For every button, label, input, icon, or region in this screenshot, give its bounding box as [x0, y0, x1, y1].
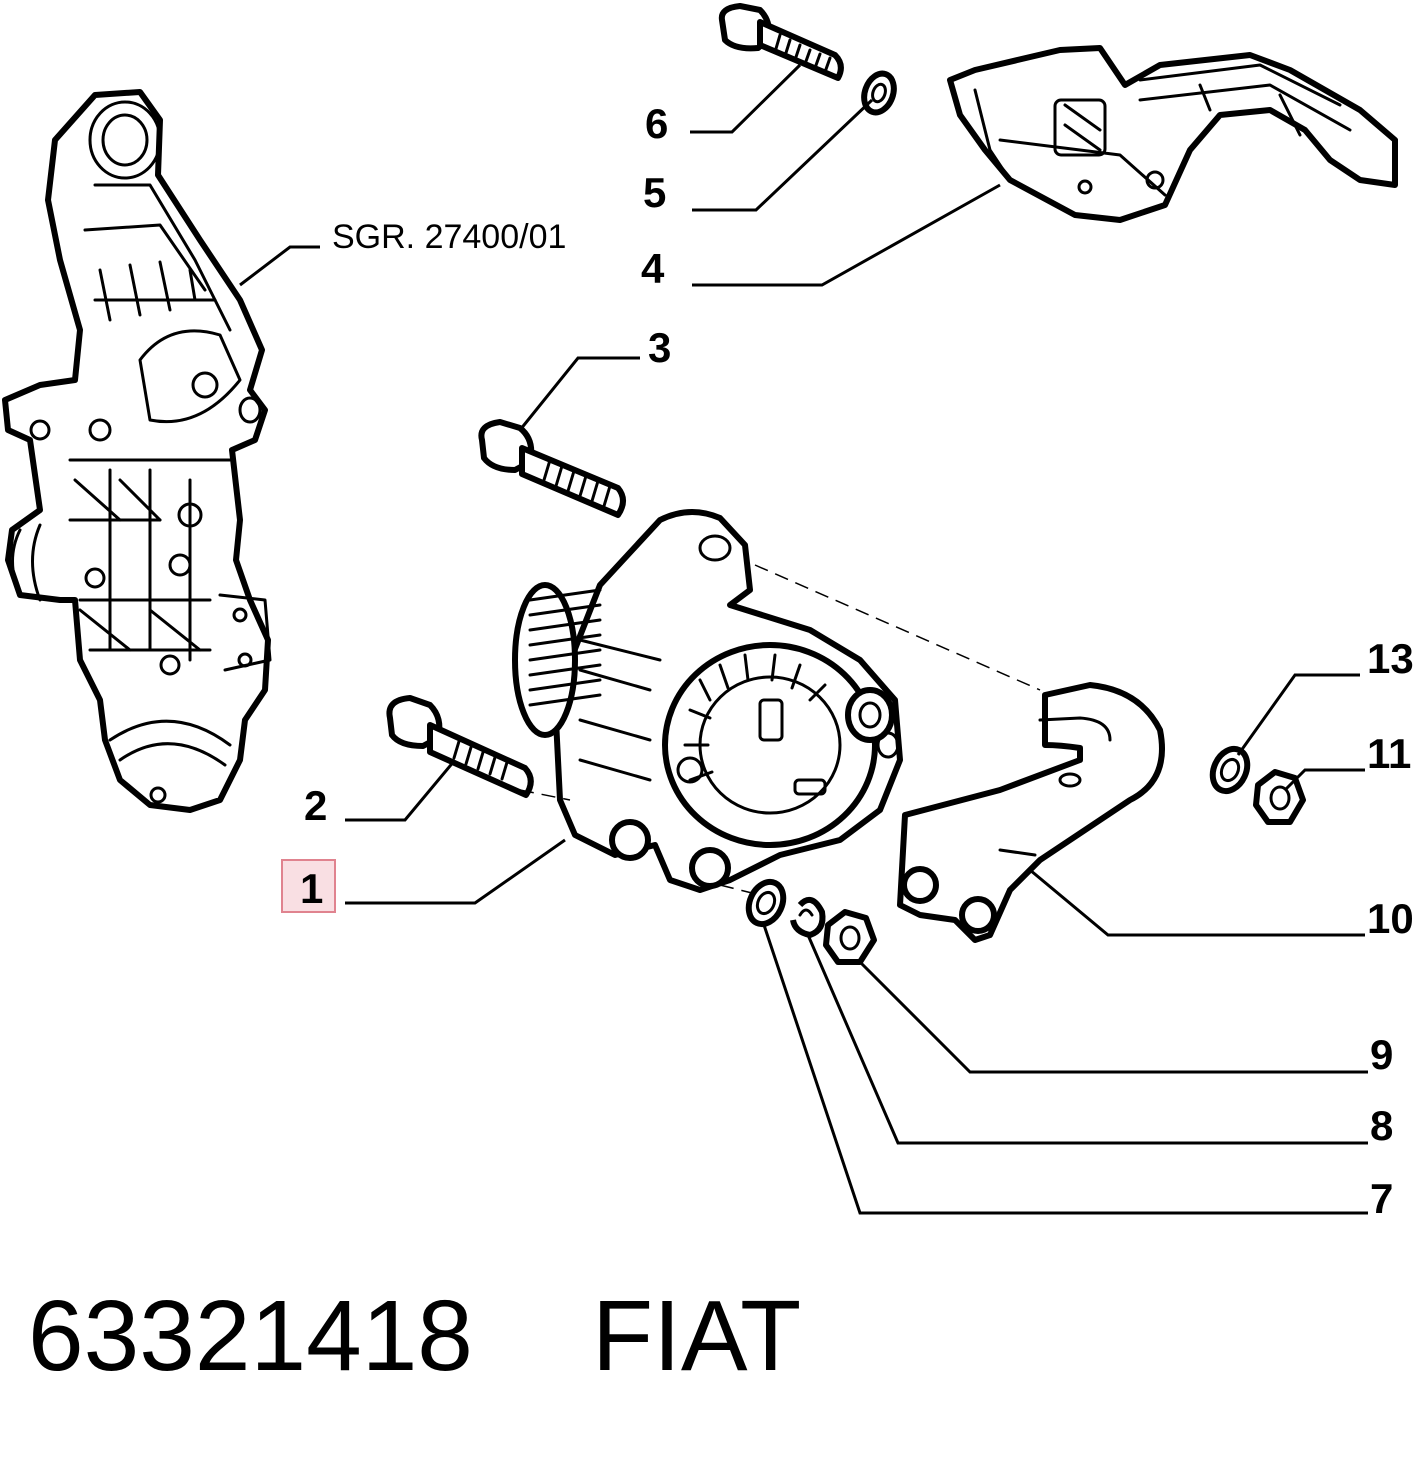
callout-13[interactable]: 13	[1367, 635, 1414, 682]
callout-8[interactable]: 8	[1370, 1102, 1393, 1149]
callout-1-highlight	[281, 859, 336, 913]
engine-mount-bracket	[2, 89, 272, 813]
leader-8	[806, 934, 1368, 1145]
part-10-bracket	[897, 682, 1165, 943]
callout-5[interactable]: 5	[643, 169, 666, 216]
callout-6[interactable]: 6	[645, 100, 668, 147]
part-2-bolt	[386, 695, 534, 798]
part-7-washer	[745, 878, 787, 928]
leader-7	[762, 924, 1368, 1215]
leader-10	[1029, 868, 1365, 937]
callout-4[interactable]: 4	[641, 245, 665, 292]
part-3-bolt	[478, 419, 626, 518]
part-13-washer	[1209, 745, 1251, 795]
part-4-bracket	[947, 45, 1398, 223]
part-8-lock-washer	[790, 896, 826, 938]
leader-sgr	[239, 245, 320, 287]
leader-2	[345, 759, 457, 822]
leader-1	[345, 838, 566, 905]
leader-6	[690, 63, 802, 134]
callout-11[interactable]: 11	[1367, 730, 1411, 777]
brand-name: FIAT	[592, 1280, 801, 1392]
part-number: 63321418	[28, 1280, 473, 1392]
reference-label-sgr: SGR. 27400/01	[332, 218, 566, 256]
callout-9[interactable]: 9	[1370, 1031, 1393, 1078]
leader-13	[1236, 673, 1360, 756]
callout-3[interactable]: 3	[648, 324, 671, 371]
part-6-bolt	[718, 3, 844, 81]
leader-lines	[239, 63, 1368, 1215]
leader-5	[692, 98, 874, 212]
leader-11	[1283, 768, 1365, 792]
part-9-nut	[823, 909, 877, 965]
part-5-washer	[861, 70, 897, 116]
leader-9	[856, 958, 1368, 1074]
callout-1[interactable]: 1	[300, 865, 323, 912]
leader-3	[518, 356, 640, 431]
callout-10[interactable]: 10	[1367, 895, 1414, 942]
leader-4	[692, 183, 1001, 287]
part-1-alternator	[512, 508, 1041, 896]
callout-2[interactable]: 2	[304, 782, 327, 829]
callout-7[interactable]: 7	[1370, 1175, 1393, 1222]
